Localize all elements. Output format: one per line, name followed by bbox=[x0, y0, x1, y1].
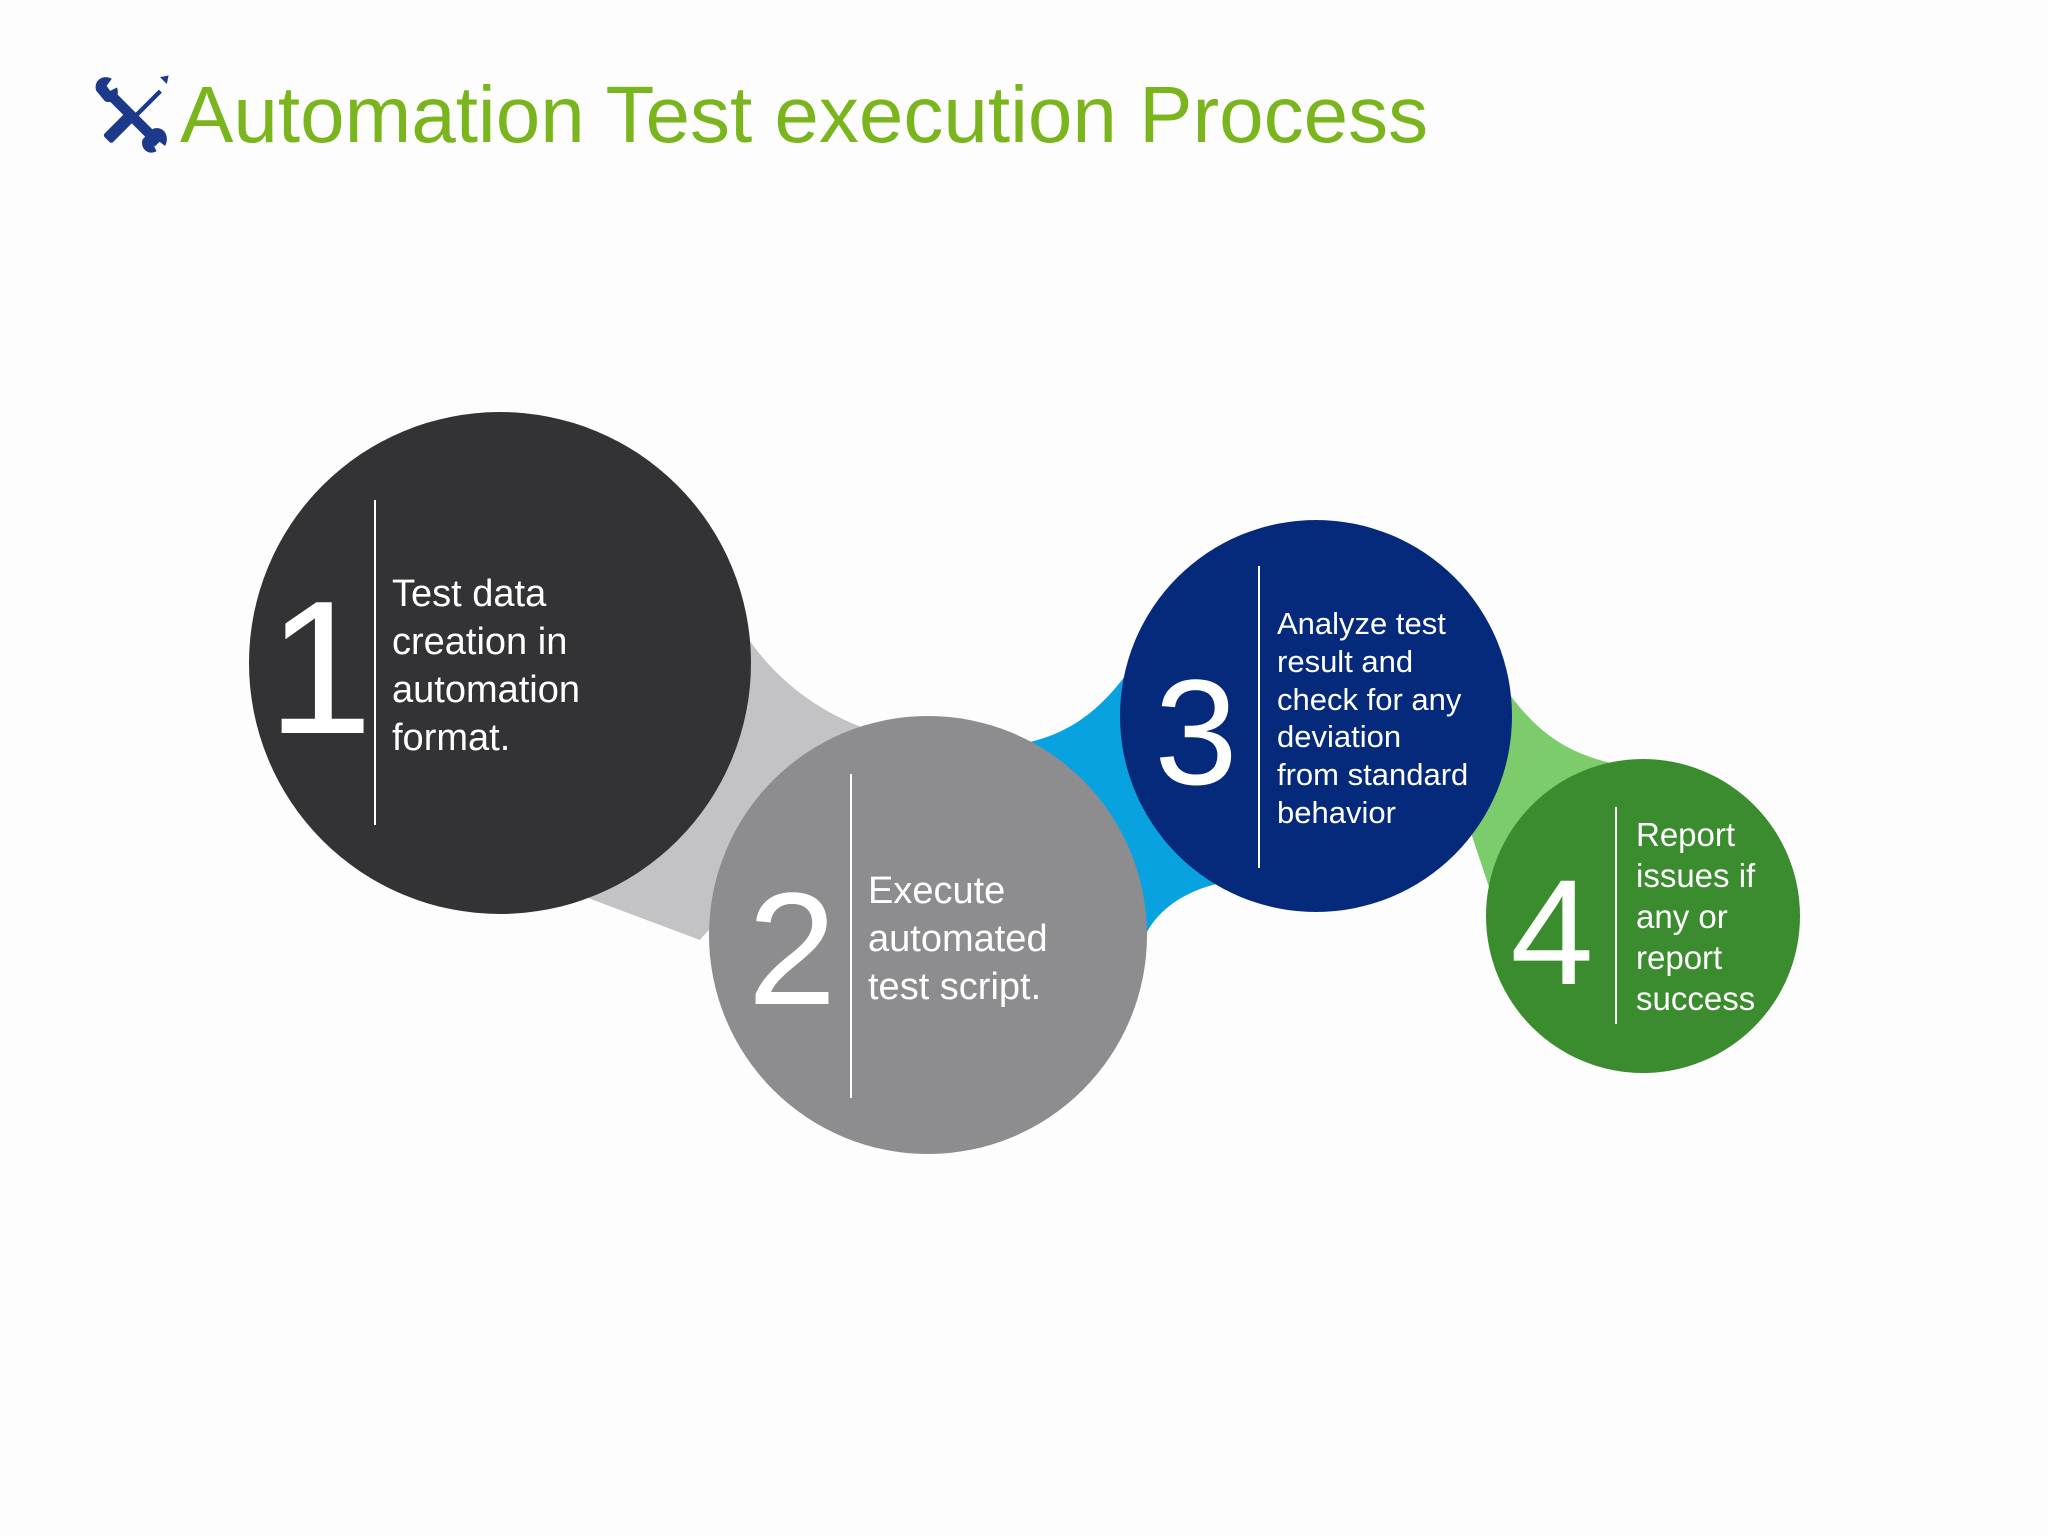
step-2-line: test script. bbox=[868, 966, 1041, 1008]
page-title: Automation Test execution Process bbox=[180, 70, 1429, 159]
step-3-circle bbox=[1120, 520, 1512, 912]
step-3-line: deviation bbox=[1277, 719, 1401, 754]
step-2-line: automated bbox=[868, 918, 1048, 960]
step-4-line: report bbox=[1636, 939, 1722, 976]
step-1-number: 1 bbox=[267, 562, 373, 774]
wrench-screwdriver-icon bbox=[95, 75, 169, 153]
step-2-label: Execute automated test script. bbox=[868, 870, 1058, 1008]
step-4-line: Report bbox=[1636, 816, 1735, 853]
step-1-line: Test data bbox=[392, 573, 547, 615]
step-3-line: Analyze test bbox=[1277, 606, 1446, 641]
step-1-label: Test data creation in automation format. bbox=[392, 573, 591, 759]
step-4-circle bbox=[1486, 759, 1800, 1073]
step-3-line: check for any bbox=[1277, 682, 1462, 717]
step-3-line: result and bbox=[1277, 644, 1413, 679]
step-4-line: any or bbox=[1636, 898, 1728, 935]
step-1-line: format. bbox=[392, 717, 510, 759]
step-4-number: 4 bbox=[1510, 848, 1593, 1016]
step-1-line: automation bbox=[392, 669, 580, 711]
step-2-circle bbox=[709, 716, 1147, 1154]
step-2-number: 2 bbox=[748, 859, 837, 1038]
step-3-number: 3 bbox=[1154, 648, 1237, 816]
step-2-line: Execute bbox=[868, 870, 1005, 912]
step-4-line: issues if bbox=[1636, 857, 1756, 894]
step-3-line: from standard bbox=[1277, 757, 1468, 792]
step-1-line: creation in bbox=[392, 621, 567, 663]
step-3-line: behavior bbox=[1277, 795, 1396, 830]
step-4-label: Report issues if any or report success bbox=[1636, 816, 1764, 1017]
step-4-line: success bbox=[1636, 980, 1755, 1017]
title-row: Automation Test execution Process bbox=[86, 72, 1428, 158]
step-3-label: Analyze test result and check for any de… bbox=[1277, 606, 1477, 830]
